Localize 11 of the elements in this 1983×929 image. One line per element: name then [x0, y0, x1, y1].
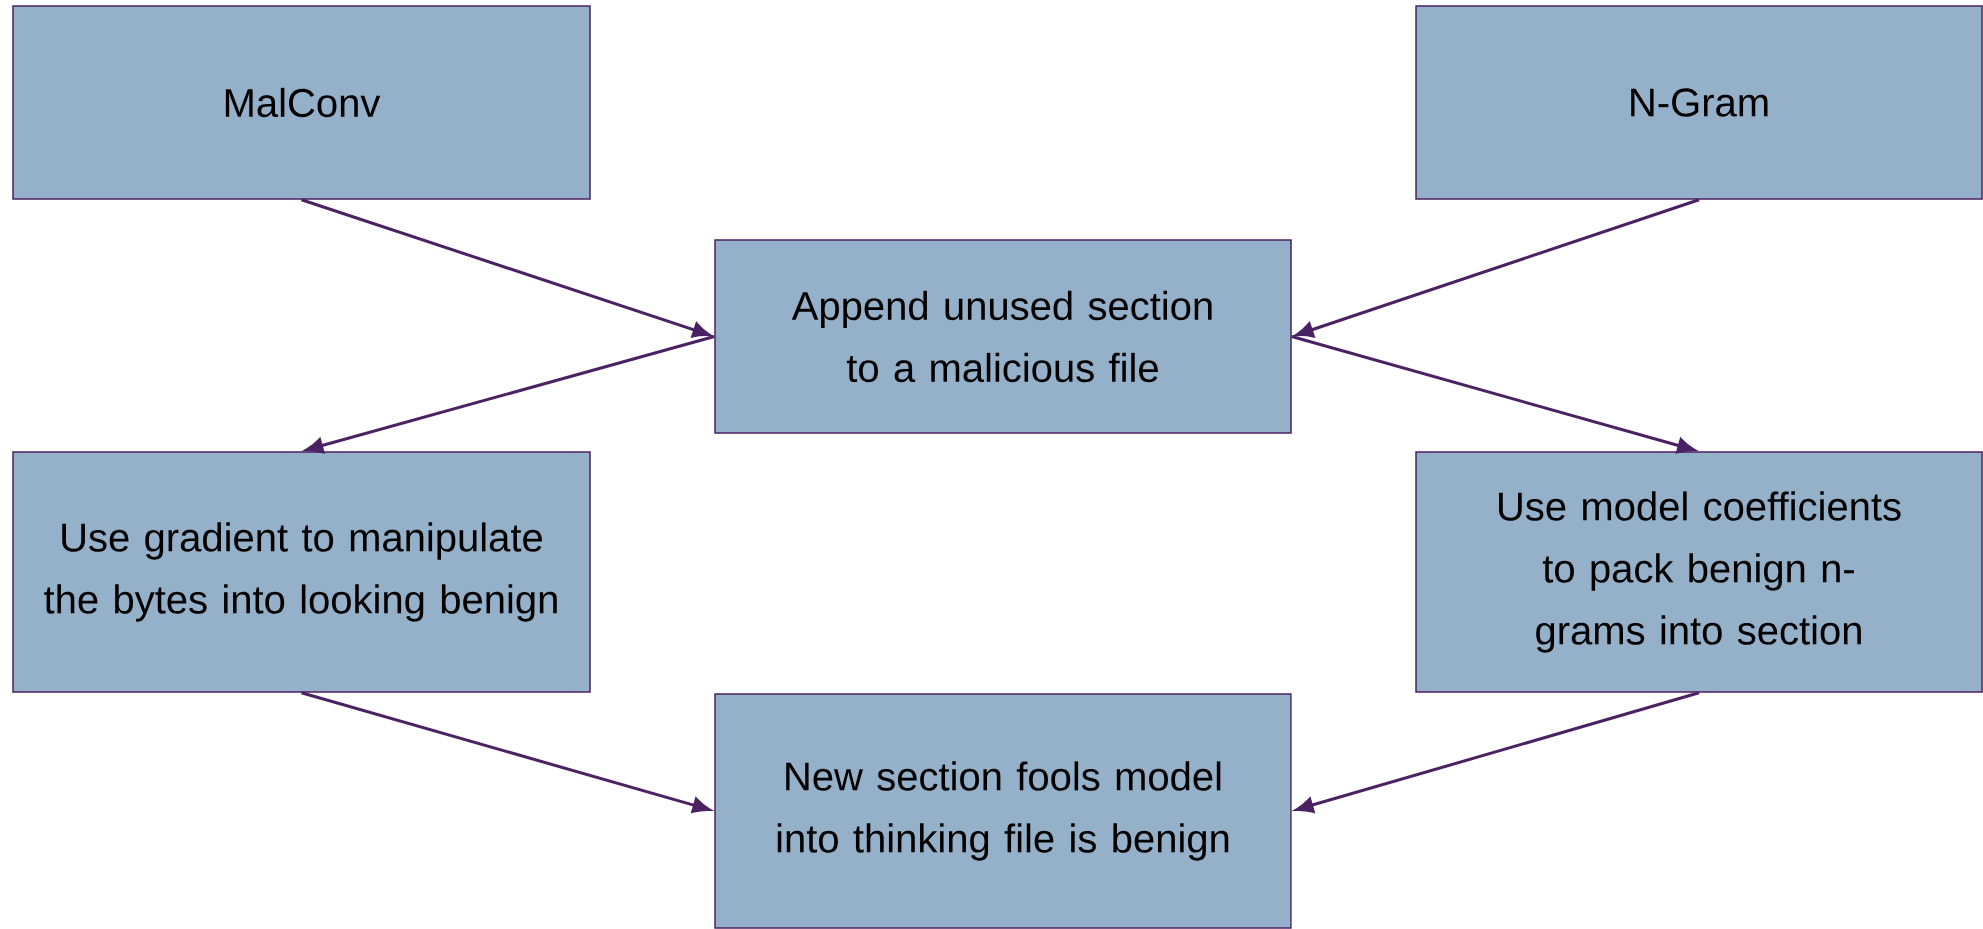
arrow	[301, 198, 711, 338]
process-box: New section fools model into thinking file is benign	[714, 693, 1292, 929]
arrow	[1291, 335, 1696, 454]
arrow	[1295, 198, 1700, 338]
process-box: MalConv	[12, 5, 591, 200]
arrow	[301, 691, 711, 813]
process-box: Use model coefficients to pack benign n-grams into section	[1415, 451, 1983, 693]
process-box: Append unused section to a malicious file	[714, 239, 1292, 434]
arrow	[1295, 691, 1700, 813]
process-box: Use gradient to manipulate the bytes into looking benign	[12, 451, 591, 693]
process-box: N-Gram	[1415, 5, 1983, 200]
